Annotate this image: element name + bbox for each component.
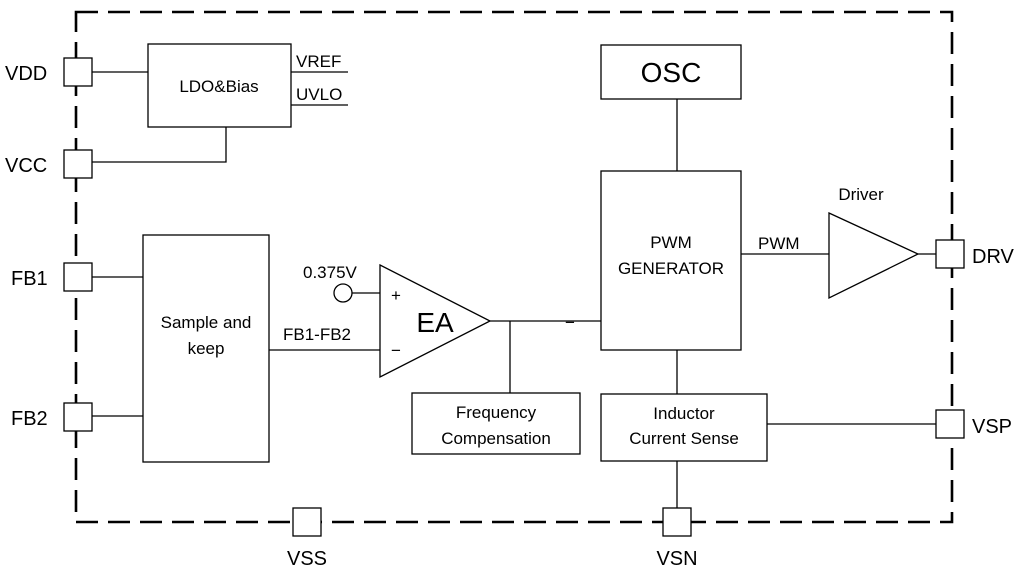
driver-label: Driver — [838, 185, 884, 204]
pin-drv-label: DRV — [972, 246, 1015, 268]
driver-buffer — [828, 211, 920, 300]
pin-vsp — [935, 409, 965, 439]
frequency-compensation-label-line1: Frequency — [456, 403, 537, 422]
pin-vsp-label: VSP — [972, 416, 1012, 438]
pin-fb2 — [63, 402, 93, 432]
inductor-current-sense-label-line1: Inductor — [653, 404, 715, 423]
frequency-compensation-block — [411, 392, 581, 455]
pin-fb1-label: FB1 — [11, 268, 48, 290]
osc-label: OSC — [641, 57, 702, 88]
ldo-bias-block — [147, 43, 292, 128]
ea-plus-sign: + — [391, 286, 401, 305]
error-amplifier-label: EA — [416, 307, 454, 338]
fb-diff-label: FB1-FB2 — [283, 325, 351, 344]
ea-output-tick: − — [565, 313, 575, 332]
vref-label: VREF — [296, 52, 341, 71]
pin-drv — [935, 239, 965, 269]
uvlo-label: UVLO — [296, 85, 342, 104]
sample-keep-label-line1: Sample and — [161, 313, 252, 332]
inductor-current-sense-block — [600, 393, 768, 462]
pin-vsn-label: VSN — [656, 548, 697, 570]
pin-vcc-label: VCC — [5, 155, 47, 177]
reference-voltage-label: 0.375V — [303, 263, 358, 282]
pwm-generator-label-line2: GENERATOR — [618, 259, 724, 278]
ea-minus-sign: − — [391, 341, 401, 360]
wire-vcc-ldo — [92, 127, 227, 163]
pin-vdd — [63, 57, 93, 87]
pin-fb2-label: FB2 — [11, 408, 48, 430]
pin-vcc — [63, 149, 93, 179]
pin-vsn — [662, 507, 692, 537]
frequency-compensation-label-line2: Compensation — [441, 429, 551, 448]
pwm-signal-label: PWM — [758, 234, 800, 253]
osc-block — [600, 44, 742, 100]
pin-vss — [292, 507, 322, 537]
reference-source-icon — [333, 283, 353, 303]
pin-vss-label: VSS — [287, 548, 327, 570]
pwm-generator-label-line1: PWM — [650, 233, 692, 252]
error-amplifier — [379, 263, 492, 379]
ldo-bias-label: LDO&Bias — [179, 77, 258, 96]
sample-keep-label-line2: keep — [188, 339, 225, 358]
pwm-generator-block — [600, 170, 742, 351]
pin-fb1 — [63, 262, 93, 292]
sample-keep-block — [142, 234, 270, 463]
inductor-current-sense-label-line2: Current Sense — [629, 429, 739, 448]
pin-vdd-label: VDD — [5, 63, 47, 85]
